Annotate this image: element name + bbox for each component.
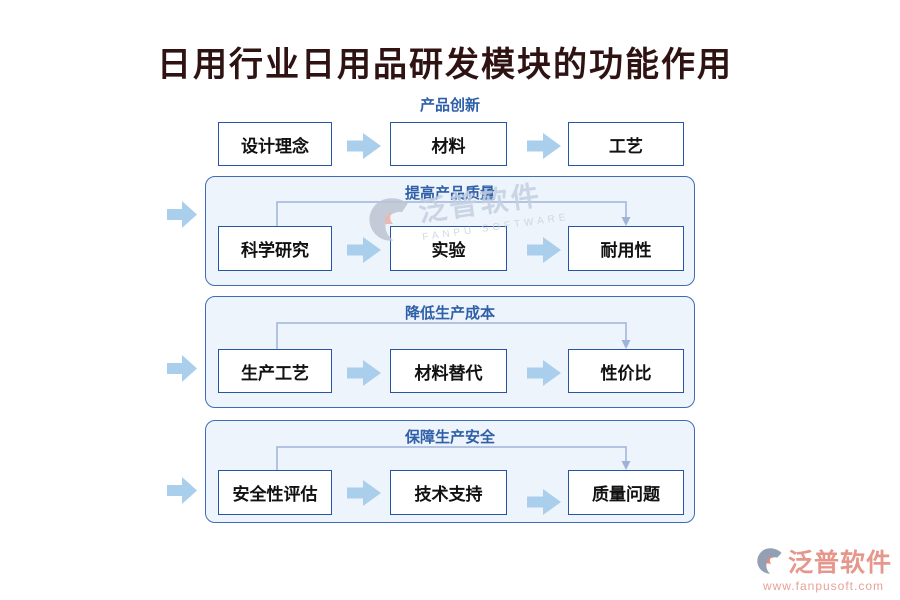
flow-box: 材料替代 <box>390 349 507 393</box>
right-arrow-icon <box>167 477 197 504</box>
flow-box: 材料 <box>390 122 507 166</box>
brand-name: 泛普软件 <box>787 549 892 577</box>
elbow-connector-arrow <box>276 322 631 349</box>
flow-box: 安全性评估 <box>218 470 332 515</box>
right-arrow-icon <box>527 489 561 515</box>
flow-box: 技术支持 <box>390 470 507 515</box>
elbow-connector-arrow <box>276 446 631 470</box>
flow-box: 设计理念 <box>218 122 332 166</box>
right-arrow-icon <box>347 480 381 506</box>
elbow-connector-arrow <box>276 201 631 226</box>
section-header-safety: 保障生产安全 <box>404 429 495 446</box>
right-arrow-icon <box>527 237 561 263</box>
right-arrow-icon <box>167 355 197 382</box>
flow-box: 性价比 <box>568 349 684 393</box>
right-arrow-icon <box>167 201 197 228</box>
flow-box: 实验 <box>390 226 507 271</box>
right-arrow-icon <box>527 133 561 159</box>
right-arrow-icon <box>527 360 561 386</box>
brand-url: www.fanpusoft.com <box>762 579 885 593</box>
right-arrow-icon <box>347 360 381 386</box>
page-title: 日用行业日用品研发模块的功能作用 <box>157 47 733 84</box>
flow-box: 耐用性 <box>568 226 684 271</box>
fanpu-logo-icon <box>757 548 782 574</box>
flow-box: 科学研究 <box>218 226 332 271</box>
right-arrow-icon <box>347 237 381 263</box>
brand-logo: 泛普软件 www.fanpusoft.com <box>755 543 892 593</box>
section-header-quality: 提高产品质量 <box>404 185 495 202</box>
section-header-product-innovation: 产品创新 <box>419 97 480 114</box>
flow-box: 质量问题 <box>568 470 684 515</box>
right-arrow-icon <box>347 133 381 159</box>
flow-box: 工艺 <box>568 122 684 166</box>
flow-box: 生产工艺 <box>218 349 332 393</box>
section-header-cost: 降低生产成本 <box>404 305 495 322</box>
